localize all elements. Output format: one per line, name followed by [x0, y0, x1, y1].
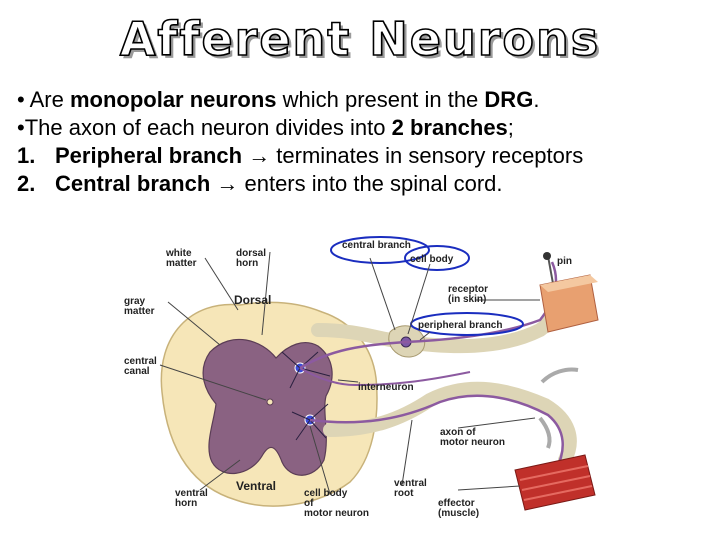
label-ventral: Ventral [236, 479, 276, 493]
interneuron-dendrites [281, 351, 331, 441]
bullet-4-number: 2. [17, 171, 36, 196]
leader-lines [159, 251, 540, 495]
bullet-3-number: 1. [17, 143, 36, 168]
label-central-branch: central branch [342, 240, 411, 251]
bullet-3-bold: Peripheral branch [55, 143, 243, 168]
dorsal-root-nerve [311, 283, 572, 354]
bullet-2-bold: 2 branches [391, 115, 508, 140]
bullet-2: •The axon of each neuron divides into 2 … [17, 114, 707, 142]
label-receptor: receptor(in skin) [448, 284, 488, 305]
bullet-4-suffix: → enters into the spinal cord. [210, 171, 503, 196]
label-interneuron: interneuron [358, 382, 414, 393]
ventral-root-nerve [323, 381, 577, 467]
cell-body-highlight [404, 245, 470, 271]
pin-head-icon [543, 252, 551, 260]
skin-surface [540, 275, 598, 292]
slide-title: Afferent Neurons [119, 11, 601, 67]
bullet-1-suffix: . [533, 87, 540, 112]
label-cell-body: cell body [410, 254, 454, 265]
bullet-1: • Are monopolar neurons which present in… [17, 86, 707, 114]
bullet-2-prefix: •The axon of each neuron divides into [17, 115, 392, 140]
bullet-3-suffix: → terminates in sensory receptors [242, 143, 584, 168]
impulse-arrow-out-icon [538, 416, 552, 449]
bullet-1-bold-2: DRG [484, 87, 534, 112]
bullet-4: 2. Central branch → enters into the spina… [17, 170, 707, 198]
central-canal-icon [266, 398, 274, 406]
bullet-list: • Are monopolar neurons which present in… [17, 86, 707, 198]
central-branch-highlight [330, 236, 430, 264]
sensory-neuron-fibre [299, 261, 558, 370]
label-peripheral-branch: peripheral branch [418, 320, 502, 331]
label-dorsal: Dorsal [234, 293, 271, 307]
label-pin: pin [557, 256, 572, 267]
bullet-1-mid: which present in the [276, 87, 485, 112]
bullet-2-suffix: ; [507, 115, 514, 140]
impulse-arrow-in-icon [540, 367, 579, 384]
bullet-1-prefix: • Are [17, 87, 70, 112]
muscle-fibers [519, 465, 593, 501]
label-effector: effector(muscle) [438, 498, 479, 519]
motor-neuron-fibre [309, 394, 564, 471]
bullet-4-bold: Central branch [55, 171, 211, 196]
bullet-3: 1. Peripheral branch → terminates in sens… [17, 142, 707, 170]
bullet-1-bold: monopolar neurons [69, 87, 277, 112]
interneuron-fibre [299, 367, 471, 387]
